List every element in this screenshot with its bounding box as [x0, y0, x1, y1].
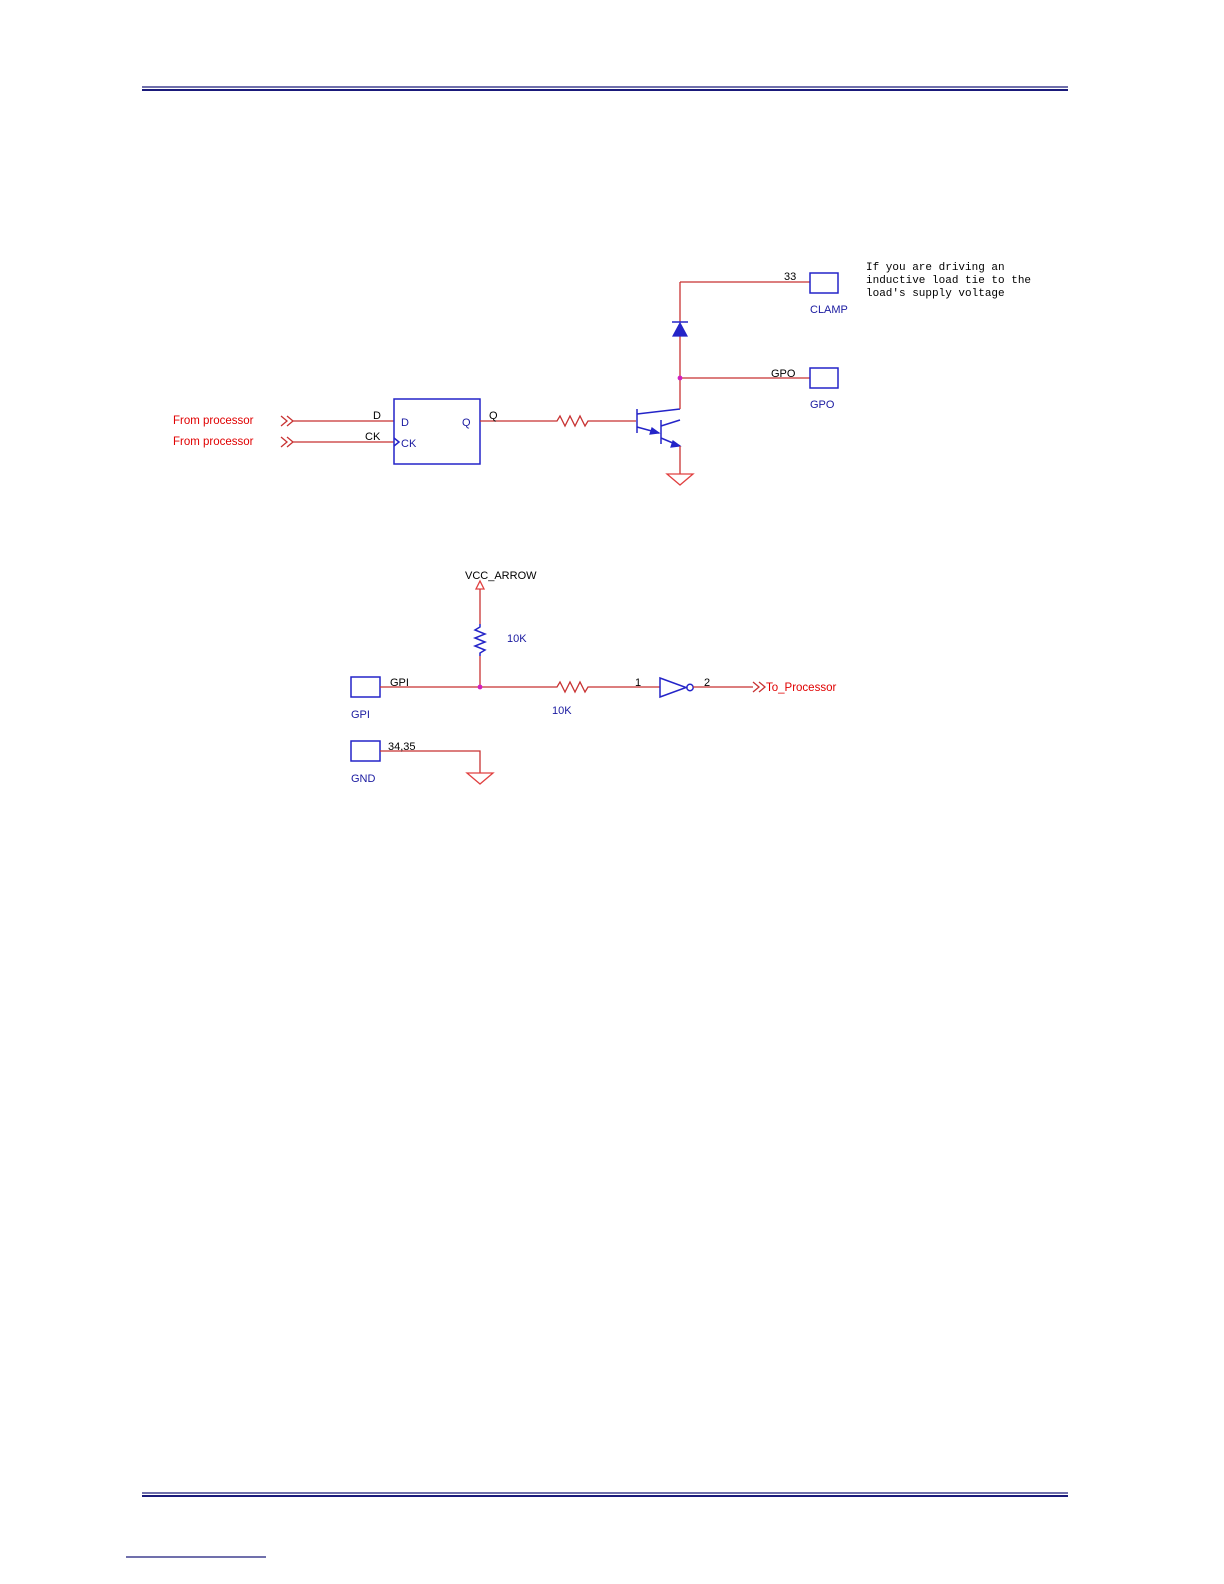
- clamp-connector: [810, 273, 838, 293]
- net-ck-label: CK: [365, 431, 381, 443]
- flipflop-pin-ck: CK: [401, 438, 417, 450]
- offpage-arrow-ck-icon: [281, 437, 293, 447]
- net-q-label: Q: [489, 410, 498, 422]
- gpo-net-label: GPO: [771, 368, 796, 380]
- gpo-connector: [810, 368, 838, 388]
- pullup-resistor-icon: [475, 624, 485, 656]
- vcc-label: VCC_ARROW: [465, 570, 537, 582]
- gnd-pins-label: 34,35: [388, 741, 416, 753]
- input-d-label: From processor: [173, 415, 254, 427]
- gpi-connector: [351, 677, 380, 697]
- clamp-note-line-1: If you are driving an: [866, 262, 1005, 274]
- ground-output-icon: [667, 474, 693, 485]
- clamp-connector-label: CLAMP: [810, 304, 848, 316]
- input-circuit: VCC_ARROW 10K GPI GPI 10K 1 2 To_Process…: [351, 570, 836, 785]
- offpage-arrow-out-icon: [753, 682, 765, 692]
- darlington-transistor-icon: [637, 409, 680, 447]
- flipflop-pin-d: D: [401, 417, 409, 429]
- wire-gnd: [380, 751, 480, 773]
- junction-gpo: [678, 376, 683, 381]
- vcc-arrow-icon: [476, 581, 484, 589]
- output-circuit: From processor From processor D CK D CK …: [173, 262, 1031, 485]
- series-resistor-icon: [553, 682, 592, 692]
- gnd-connector-label: GND: [351, 773, 376, 785]
- flipflop-body: [394, 399, 480, 464]
- series-value: 10K: [552, 705, 572, 717]
- footer-rule: [142, 1493, 1068, 1496]
- clamp-diode-icon: [672, 322, 688, 336]
- clamp-pin-number: 33: [784, 271, 796, 283]
- gpi-net-label: GPI: [390, 677, 409, 689]
- gnd-connector: [351, 741, 380, 761]
- offpage-arrow-d-icon: [281, 416, 293, 426]
- header-rule: [142, 87, 1068, 90]
- base-resistor-icon: [553, 416, 592, 426]
- inverter-icon: [660, 678, 693, 697]
- clamp-note-line-3: load's supply voltage: [866, 288, 1005, 300]
- junction-gpi: [478, 685, 483, 690]
- net-d-label: D: [373, 410, 381, 422]
- ground-input-icon: [467, 773, 493, 784]
- clamp-note-line-2: inductive load tie to the: [866, 275, 1031, 287]
- gpo-connector-label: GPO: [810, 399, 835, 411]
- flipflop-pin-q: Q: [462, 417, 471, 429]
- input-ck-label: From processor: [173, 436, 254, 448]
- to-processor-label: To_Processor: [766, 682, 836, 694]
- inverter-pin-in: 1: [635, 677, 641, 689]
- pullup-value: 10K: [507, 633, 527, 645]
- gpi-connector-label: GPI: [351, 709, 370, 721]
